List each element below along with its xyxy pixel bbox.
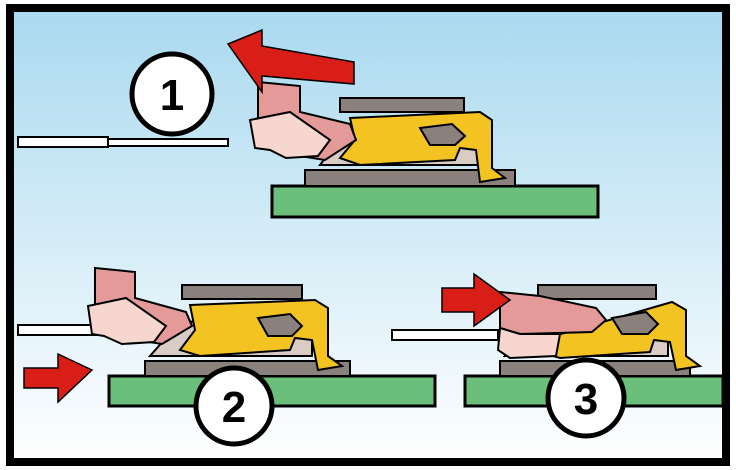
step-1-label: 1: [160, 71, 184, 120]
step-2-panel: 2: [17, 266, 437, 447]
step-3-badge: [545, 357, 627, 439]
connector-housing-step1: [304, 97, 516, 187]
arrow-left-icon: [226, 28, 355, 95]
actuator-step3: [496, 290, 608, 360]
actuator-step2: [86, 266, 194, 346]
arrow-right-icon: [441, 272, 512, 328]
step-1-panel: 1: [17, 28, 600, 219]
connector-housing-step2: [144, 284, 351, 377]
fpc-cable-step1: [17, 136, 229, 148]
pcb-step1: [270, 184, 600, 219]
step-2-label: 2: [222, 383, 246, 432]
step-3-panel: 3: [391, 272, 725, 439]
arrow-right-icon: [23, 352, 94, 404]
step-2-badge: [193, 365, 275, 447]
actuator-step1: [248, 80, 358, 162]
step-3-label: 3: [574, 375, 598, 424]
step-1-badge: [129, 51, 215, 137]
